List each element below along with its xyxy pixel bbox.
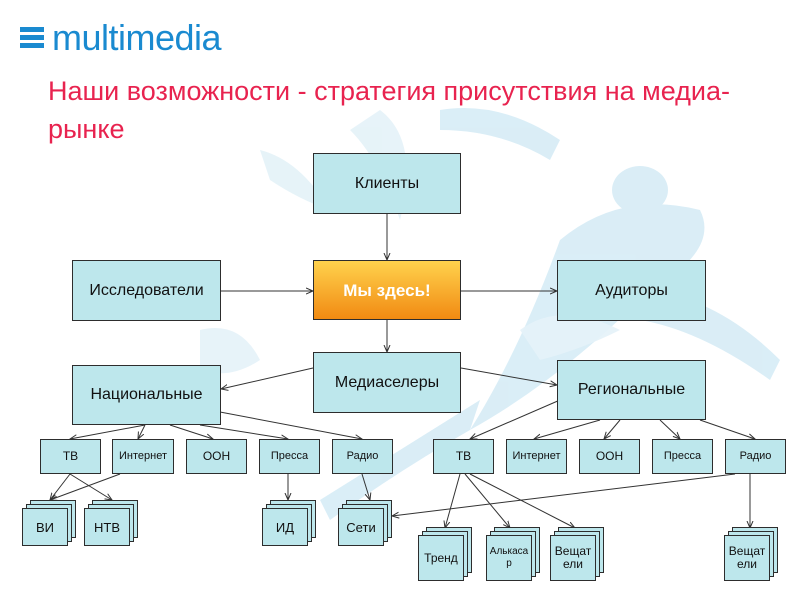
doc-seti: Сети <box>338 500 392 548</box>
node-regional-radio: Радио <box>725 439 786 474</box>
node-media-sellers: Медиаселеры <box>313 352 461 413</box>
doc-label: Вещатели <box>724 535 770 581</box>
node-researchers: Исследователи <box>72 260 221 321</box>
node-national-tv: ТВ <box>40 439 101 474</box>
logo-bars-icon <box>20 27 44 48</box>
doc-veshateli-radio: Вещатели <box>724 527 778 581</box>
node-we-are-here: Мы здесь! <box>313 260 461 320</box>
node-regional-internet: Интернет <box>506 439 567 474</box>
node-national-press: Пресса <box>259 439 320 474</box>
node-national: Национальные <box>72 365 221 425</box>
node-clients: Клиенты <box>313 153 461 214</box>
logo-text: multimedia <box>52 17 222 58</box>
page-title: Наши возможности - стратегия присутствия… <box>48 76 730 144</box>
doc-label: ВИ <box>22 508 68 546</box>
doc-id: ИД <box>262 500 316 548</box>
doc-label: НТВ <box>84 508 130 546</box>
node-auditors: Аудиторы <box>557 260 706 321</box>
doc-veshateli-tv: Вещатели <box>550 527 604 581</box>
node-regional-press: Пресса <box>652 439 713 474</box>
doc-vi: ВИ <box>22 500 76 548</box>
node-regional-oon: ООН <box>579 439 640 474</box>
doc-label: Сети <box>338 508 384 546</box>
node-regional: Региональные <box>557 360 706 420</box>
node-regional-tv: ТВ <box>433 439 494 474</box>
brand-logo: multimedia <box>20 17 222 58</box>
doc-label: Тренд <box>418 535 464 581</box>
doc-ntv: НТВ <box>84 500 138 548</box>
doc-label: ИД <box>262 508 308 546</box>
doc-label: Алькасар <box>486 535 532 581</box>
doc-alkasar: Алькасар <box>486 527 540 581</box>
node-national-radio: Радио <box>332 439 393 474</box>
doc-trend: Тренд <box>418 527 472 581</box>
doc-label: Вещатели <box>550 535 596 581</box>
node-national-oon: ООН <box>186 439 247 474</box>
node-national-internet: Интернет <box>112 439 174 474</box>
